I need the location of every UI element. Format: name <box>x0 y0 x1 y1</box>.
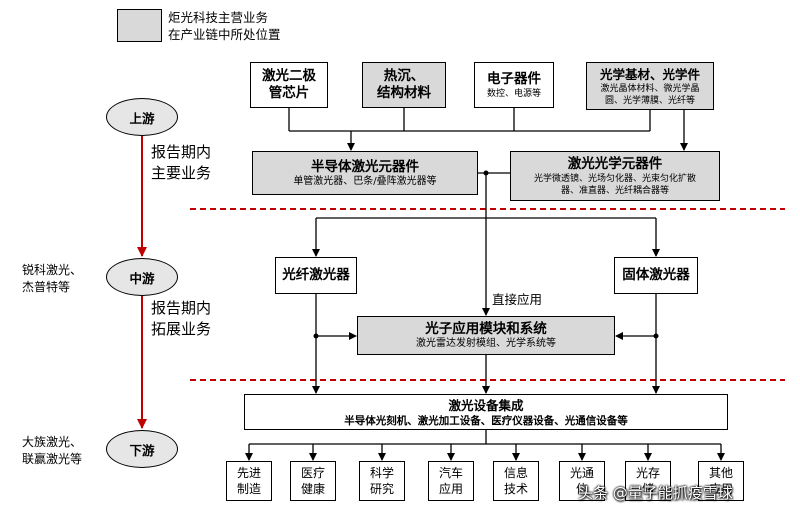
app-medical-health: 医疗 健康 <box>290 461 336 501</box>
phase-label-main: 报告期内 主要业务 <box>151 143 212 182</box>
upstream-box-chip: 激光二极 管芯片 <box>250 62 328 108</box>
stage-downstream: 下游 <box>106 430 178 468</box>
side-label-down: 大族激光、 联赢激光等 <box>22 435 83 466</box>
app-scientific-research: 科学 研究 <box>359 461 405 501</box>
upstream-box-optics: 光学基材、光学件 激光晶体材料、微光学晶 圆、光学薄膜、光纤等 <box>586 62 714 110</box>
upstream-box-heatsink: 热沉、 结构材料 <box>362 62 446 108</box>
side-label-mid: 锐科激光、 杰普特等 <box>22 263 83 294</box>
direct-apply-label: 直接应用 <box>492 292 543 307</box>
component-semiconductor-laser: 半导体激光元器件 单管激光器、巴条/叠阵激光器等 <box>252 151 478 195</box>
watermark: 头条 @量子能抓疫雪球 <box>578 484 733 502</box>
legend-text: 炬光科技主营业务 在产业链中所处位置 <box>168 10 281 42</box>
phase-label-expand: 报告期内 拓展业务 <box>151 299 212 338</box>
app-information-tech: 信息 技术 <box>493 461 539 501</box>
app-automotive: 汽车 应用 <box>428 461 474 501</box>
app-optical-storage: 光存 储 <box>625 461 671 501</box>
app-advanced-manufacturing: 先进 制造 <box>226 461 272 501</box>
stage-midstream: 中游 <box>106 258 178 296</box>
component-laser-optics: 激光光学元器件 光学微透镜、光场匀化器、光束匀化扩散 器、准直器、光纤耦合器等 <box>510 151 720 201</box>
fiber-laser-box: 光纤激光器 <box>275 257 357 294</box>
laser-integration-box: 激光设备集成 半导体光刻机、激光加工设备、医疗仪器设备、光通信设备等 <box>244 394 728 430</box>
solid-laser-box: 固体激光器 <box>614 257 698 294</box>
photonic-module-box: 光子应用模块和系统 激光雷达发射模组、光学系统等 <box>357 316 615 355</box>
legend-swatch <box>117 9 162 42</box>
stage-upstream: 上游 <box>106 98 178 136</box>
upstream-box-electronics: 电子器件 数控、电源等 <box>474 62 554 108</box>
app-optical-comm: 光通 信 <box>559 461 605 501</box>
app-other: 其他 应用 <box>698 461 744 501</box>
